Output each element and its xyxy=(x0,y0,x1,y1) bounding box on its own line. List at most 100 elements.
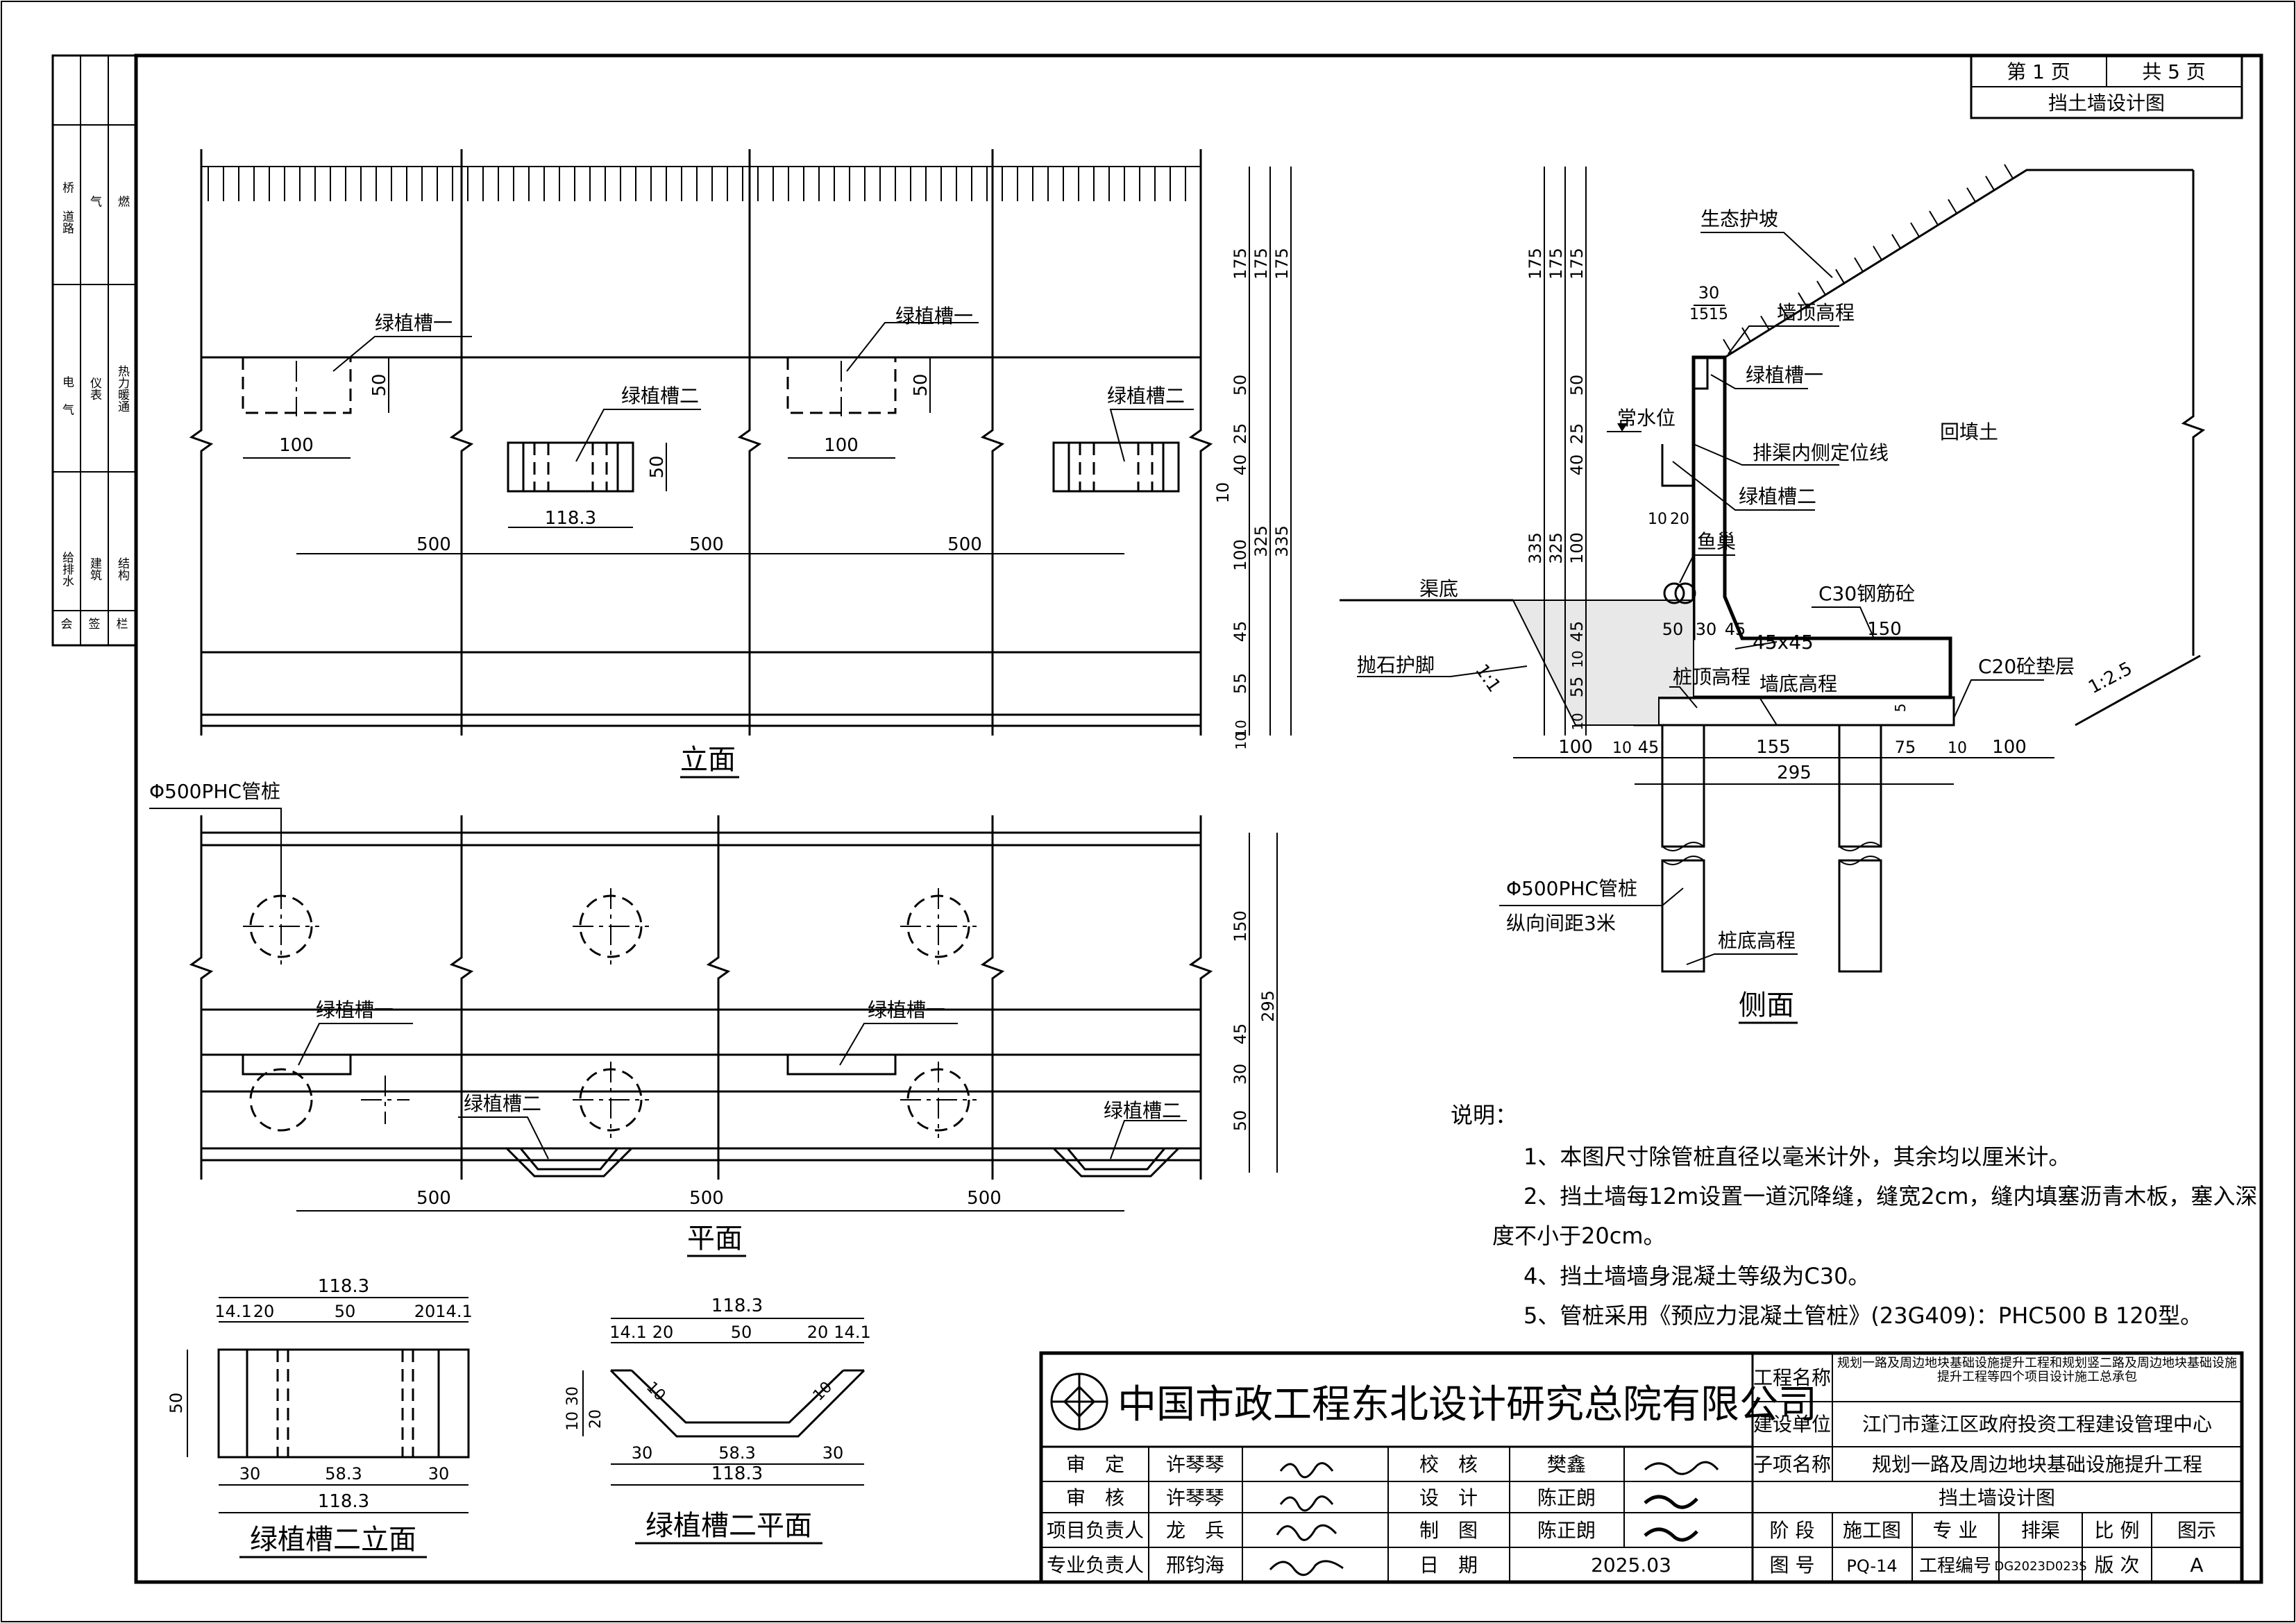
side-dim-155: 155 xyxy=(1756,737,1791,758)
strip-col3-l: 燃 xyxy=(115,195,130,207)
g2p-dim-583: 58.3 xyxy=(718,1443,755,1463)
side-ldim-0: 175 xyxy=(1526,248,1545,280)
g2e-dim-20a: 20 xyxy=(253,1302,275,1321)
tb-r2-l2: 设 计 xyxy=(1419,1486,1478,1509)
elev-rdim-10: 45 xyxy=(1231,621,1250,643)
slope-tick xyxy=(1891,234,1901,249)
plan-dim-500-b: 500 xyxy=(689,1188,724,1209)
plan-view: 绿植槽一 绿植槽一 绿植槽二 绿植槽二 Φ500PHC管桩 500 500 50… xyxy=(149,780,1278,1257)
g2e-dim-50: 50 xyxy=(335,1302,356,1321)
note-2: 2、挡土墙每12m设置一道沉降缝，缝宽2cm，缝内填塞沥青木板，塞入深 xyxy=(1523,1183,2257,1209)
tb-version-label: 版 次 xyxy=(2095,1554,2140,1577)
strip-col1-d: 气 xyxy=(60,403,74,415)
plan-groove1-label-a: 绿植槽一 xyxy=(316,999,394,1021)
total-label: 共 5 页 xyxy=(2142,60,2206,83)
plan-groove2-label-a: 绿植槽二 xyxy=(464,1092,541,1115)
groove2-elev-title: 绿植槽二立面 xyxy=(250,1524,416,1556)
elev-groove2-label-b: 绿植槽二 xyxy=(1107,384,1185,407)
side-groove2: 绿植槽二 xyxy=(1739,485,1816,508)
side-dim-50: 50 xyxy=(1662,620,1684,639)
side-ldim-2: 175 xyxy=(1567,248,1587,280)
signature-1 xyxy=(1279,1462,1334,1479)
side-pile-spacing: 纵向间距3米 xyxy=(1506,912,1616,935)
plan-rdim-3: 30 xyxy=(1231,1064,1250,1085)
tb-project-name-label: 工程名称 xyxy=(1753,1366,1831,1389)
side-ldim-8: 100 xyxy=(1567,532,1587,564)
strip-col3-m: 热力暖通 xyxy=(115,365,130,412)
side-ldim-12: 10 xyxy=(1569,713,1586,730)
plan-groove2-a xyxy=(505,1147,633,1178)
side-slope-1-1: 1:1 xyxy=(1471,661,1505,696)
side-slope-2-5: 1:2.5 xyxy=(2085,658,2136,698)
signature-6 xyxy=(1644,1495,1698,1509)
tb-r3-n1: 龙 兵 xyxy=(1166,1519,1224,1542)
page-label: 第 1 页 xyxy=(2007,60,2070,83)
side-wall-bottom: 墙底高程 xyxy=(1759,672,1837,695)
signature-5 xyxy=(1644,1461,1719,1475)
tb-subitem-label: 子项名称 xyxy=(1753,1453,1831,1476)
g2e-dim-141a: 14.1 xyxy=(214,1302,251,1321)
side-dim-150: 150 xyxy=(1867,619,1902,640)
side-dim-100b: 100 xyxy=(1992,737,2027,758)
side-fish-nest: 鱼巢 xyxy=(1697,530,1736,553)
elev-rdim-11: 55 xyxy=(1231,673,1250,695)
slope-ticks xyxy=(1723,164,2014,354)
slope-tick xyxy=(1835,269,1845,284)
plan-rdim-4: 50 xyxy=(1231,1110,1250,1132)
side-ldim-3: 50 xyxy=(1567,375,1587,396)
elev-rdim-4: 25 xyxy=(1231,423,1250,445)
plan-rdim-0: 150 xyxy=(1231,910,1250,942)
tb-major-label: 专 业 xyxy=(1933,1519,1978,1542)
elev-rdim-1: 175 xyxy=(1251,248,1271,280)
g2e-dim-top: 118.3 xyxy=(318,1276,369,1297)
slope-tick xyxy=(1873,246,1882,261)
elev-rdim-6: 10 xyxy=(1213,482,1233,504)
elevation-view: 绿植槽一 绿植槽一 绿植槽二 绿植槽二 100 100 50 50 50 118… xyxy=(189,149,1292,779)
slope-tick xyxy=(1854,257,1864,272)
signature-7 xyxy=(1644,1527,1698,1542)
tb-scale: 图示 xyxy=(2177,1519,2216,1542)
side-ldim-5: 40 xyxy=(1567,454,1587,476)
tb-r1-l2: 校 核 xyxy=(1419,1453,1478,1476)
strip-col1-i: 会 xyxy=(61,618,73,631)
side-c20: C20砼垫层 xyxy=(1978,655,2075,678)
note-4: 4、挡土墙墙身混凝土等级为C30。 xyxy=(1523,1263,1870,1289)
elev-rdim-7: 325 xyxy=(1251,525,1271,557)
groove2-plan-title: 绿植槽二平面 xyxy=(645,1510,812,1542)
plan-groove2-label-b: 绿植槽二 xyxy=(1104,1099,1181,1122)
side-view: 生态护坡 墙顶高程 绿植槽一 回填土 常水位 排渠内侧定位线 绿植槽二 鱼巢 渠… xyxy=(1340,164,2206,1024)
tb-r4-n1: 邢钧海 xyxy=(1166,1554,1224,1577)
side-groove1: 绿植槽一 xyxy=(1746,364,1823,386)
elevation-title: 立面 xyxy=(680,744,736,776)
tb-r1-n1: 许琴琴 xyxy=(1166,1453,1224,1476)
elev-rdim-0: 175 xyxy=(1231,248,1250,280)
g2e-dim-bottom: 118.3 xyxy=(318,1491,369,1512)
plan-groove1-label-b: 绿植槽一 xyxy=(868,999,945,1021)
side-ldim-7: 325 xyxy=(1546,532,1566,564)
header-block: 第 1 页 共 5 页 挡土墙设计图 xyxy=(1970,54,2243,119)
side-dim-295: 295 xyxy=(1777,763,1812,783)
side-dim-10c: 10 xyxy=(1948,740,1967,757)
strip-col1-b: 道路 xyxy=(60,210,74,234)
side-dim-1515: 1515 xyxy=(1689,306,1728,323)
g2p-dim-20: 20 xyxy=(587,1409,605,1429)
elev-groove2-b xyxy=(1052,441,1180,493)
slope-tick xyxy=(1779,304,1789,319)
elev-dim-500-c: 500 xyxy=(947,534,982,555)
note-5: 5、管桩采用《预应力混凝土管桩》(23G409)：PHC500 B 120型。 xyxy=(1523,1302,2202,1329)
strip-col3-h: 结构 xyxy=(115,557,130,581)
side-dim-10b: 10 xyxy=(1612,740,1632,757)
tb-r1-l1: 审 定 xyxy=(1066,1453,1124,1476)
plan-dim-500-c: 500 xyxy=(967,1188,1002,1209)
tb-r2-n1: 许琴琴 xyxy=(1166,1486,1224,1509)
elev-rdim-5: 40 xyxy=(1231,454,1250,476)
tb-version: A xyxy=(2190,1554,2203,1577)
side-dim-30: 30 xyxy=(1698,283,1720,303)
elev-rdim-3: 50 xyxy=(1231,375,1250,396)
side-dim-45: 45 xyxy=(1725,620,1746,639)
groove2-elevation: 118.3 14.1 20 50 20 14.1 50 30 58.3 30 1… xyxy=(167,1276,473,1558)
g2p-dim-30b: 30 xyxy=(822,1443,844,1463)
signature-3 xyxy=(1276,1524,1337,1541)
tb-r4-l2: 日 期 xyxy=(1419,1554,1478,1577)
strip-col1-f: 给排水 xyxy=(60,551,74,586)
